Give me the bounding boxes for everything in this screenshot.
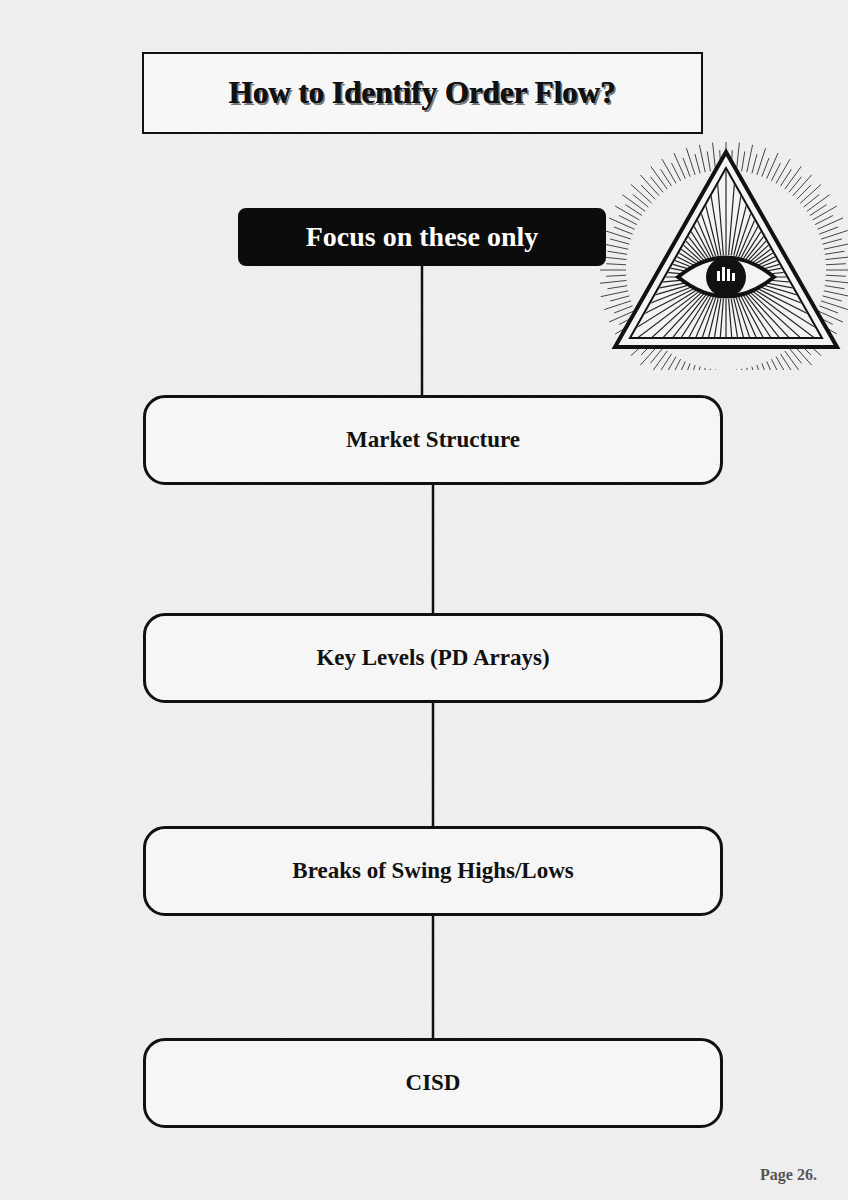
process-box: Market Structure [143,395,723,485]
title-text: How to Identify Order Flow? [229,75,616,111]
node-text: Focus on these only [306,221,539,253]
header-pill: Focus on these only [238,208,606,266]
process-box: CISD [143,1038,723,1128]
title-box: How to Identify Order Flow? [142,52,703,134]
node-text: Market Structure [346,427,520,453]
connector-line [432,703,435,826]
connector-line [432,485,435,613]
process-box: Key Levels (PD Arrays) [143,613,723,703]
process-box: Breaks of Swing Highs/Lows [143,826,723,916]
page-number: Page 26. [760,1166,817,1184]
node-text: Key Levels (PD Arrays) [316,645,549,671]
eye-triangle-illustration [600,140,848,370]
connector-line [432,916,435,1038]
connector-line [421,266,424,395]
node-text: CISD [406,1070,461,1096]
node-text: Breaks of Swing Highs/Lows [292,858,573,884]
